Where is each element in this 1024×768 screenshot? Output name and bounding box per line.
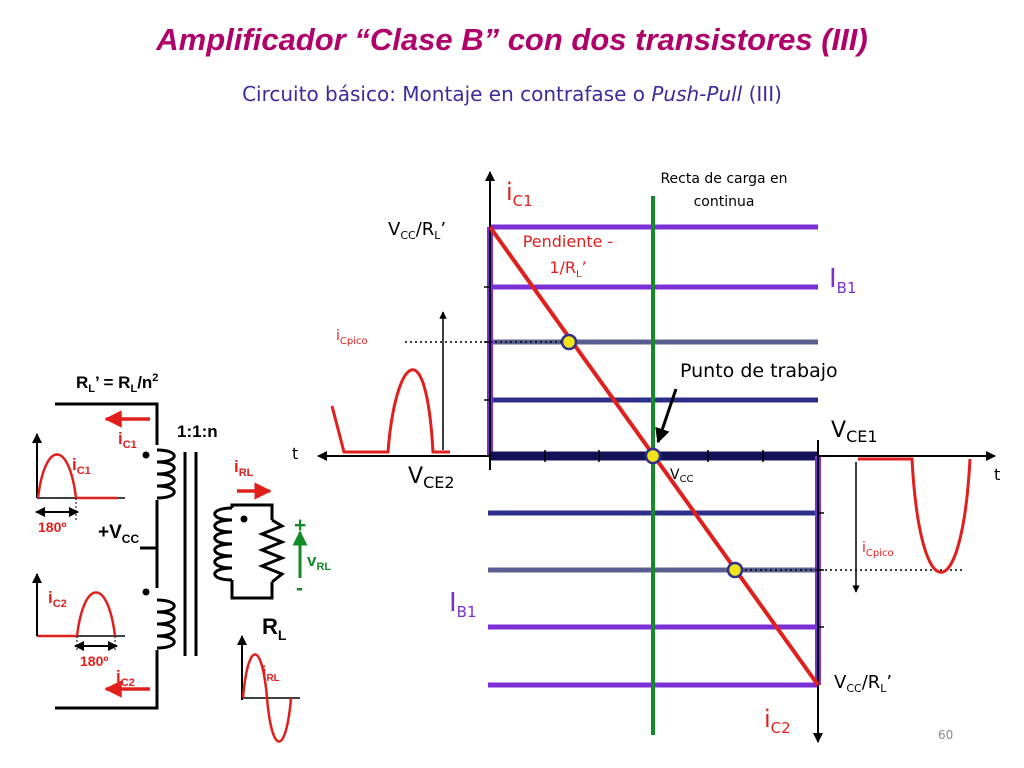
- dc-load-line-label-2: continua: [694, 194, 755, 210]
- ib1-bottom-label: IB1: [449, 588, 477, 621]
- ib1-top-label: IB1: [829, 264, 857, 297]
- circuit: RL’ = RL/n2 1:1:n +VCC RL iC1: [32, 372, 331, 743]
- polarity-dot-bottom: [142, 588, 150, 596]
- subtitle-tail: (III): [742, 82, 782, 106]
- icpico-right-label: iCpico: [862, 540, 894, 559]
- ic1-time-waveform: [330, 368, 450, 454]
- ic2-waveform-label: iC2: [48, 588, 67, 610]
- time-label-left: t: [292, 444, 298, 463]
- primary-coil-top: [156, 448, 176, 500]
- operating-point-label: Punto de trabajo: [680, 360, 838, 382]
- peak-point-top: [560, 333, 578, 351]
- ic1-waveform-label: iC1: [72, 455, 91, 477]
- ic2-180-label: 180º: [80, 653, 108, 669]
- axis-ticks: [484, 286, 824, 628]
- irl-label: iRL: [234, 457, 254, 479]
- operating-point-arrow: [655, 388, 678, 444]
- ic2-time-waveform: [858, 457, 972, 574]
- primary-coil-bottom: [156, 598, 176, 650]
- slide-title: Amplificador “Clase B” con dos transisto…: [156, 22, 868, 57]
- vcc-axis-label: VCC: [670, 467, 694, 485]
- load-wire-bottom: [230, 580, 274, 600]
- slope-label-1: Pendiente -: [523, 232, 614, 251]
- irl-waveform-label: iRL: [262, 664, 280, 684]
- subtitle-italic: Push-Pull: [651, 82, 743, 106]
- top-wire: [55, 402, 159, 445]
- vcc-rl-top-label: VCC/RL’: [388, 219, 446, 242]
- slope-label-2: 1/RL’: [549, 258, 586, 280]
- vrl-plus: +: [294, 514, 306, 537]
- polarity-dot-secondary: [240, 515, 248, 523]
- ic1-axis-label: iC1: [506, 178, 533, 210]
- ic1-waveform: iC1 180º: [32, 433, 125, 535]
- dc-load-line-label-1: Recta de carga en: [660, 171, 787, 187]
- rl-prime-formula: RL’ = RL/n2: [76, 372, 158, 395]
- vrl-minus: -: [296, 577, 303, 600]
- vce1-label: VCE1: [831, 418, 878, 446]
- bottom-wire: [55, 650, 159, 710]
- peak-point-bottom: [726, 561, 744, 579]
- polarity-dot-top: [142, 451, 150, 459]
- secondary-coil: [213, 506, 233, 582]
- ic1-180-label: 180º: [38, 519, 66, 535]
- load-label: RL: [262, 614, 287, 643]
- load-line-graph: iC1 iC2 VCC/RL’ VCC/RL’ IB1 IB1 VCE1 VCE…: [292, 171, 1000, 743]
- subtitle-main: Circuito básico: Montaje en contrafase o: [242, 82, 652, 106]
- vrl-label: vRL: [307, 551, 331, 573]
- ic2-label: iC2: [116, 667, 135, 689]
- icpico-left-label: iCpico: [336, 328, 368, 347]
- ic2-waveform: iC2 180º: [32, 573, 125, 669]
- vcc-rl-bottom-label: VCC/RL’: [834, 672, 892, 695]
- ic1-label: iC1: [118, 429, 137, 451]
- load-resistor: [257, 518, 287, 584]
- operating-point: [644, 447, 662, 465]
- time-label-right: t: [994, 465, 1000, 484]
- turns-ratio: 1:1:n: [177, 422, 218, 441]
- vcc-label: +VCC: [98, 522, 139, 546]
- vce2-label: VCE2: [408, 464, 455, 492]
- load-wire-top: [230, 503, 274, 520]
- slide-subtitle: Circuito básico: Montaje en contrafase o…: [0, 82, 1024, 106]
- irl-waveform: iRL: [237, 635, 300, 743]
- ic2-axis-label: iC2: [764, 705, 791, 737]
- page-number: 60: [938, 728, 954, 742]
